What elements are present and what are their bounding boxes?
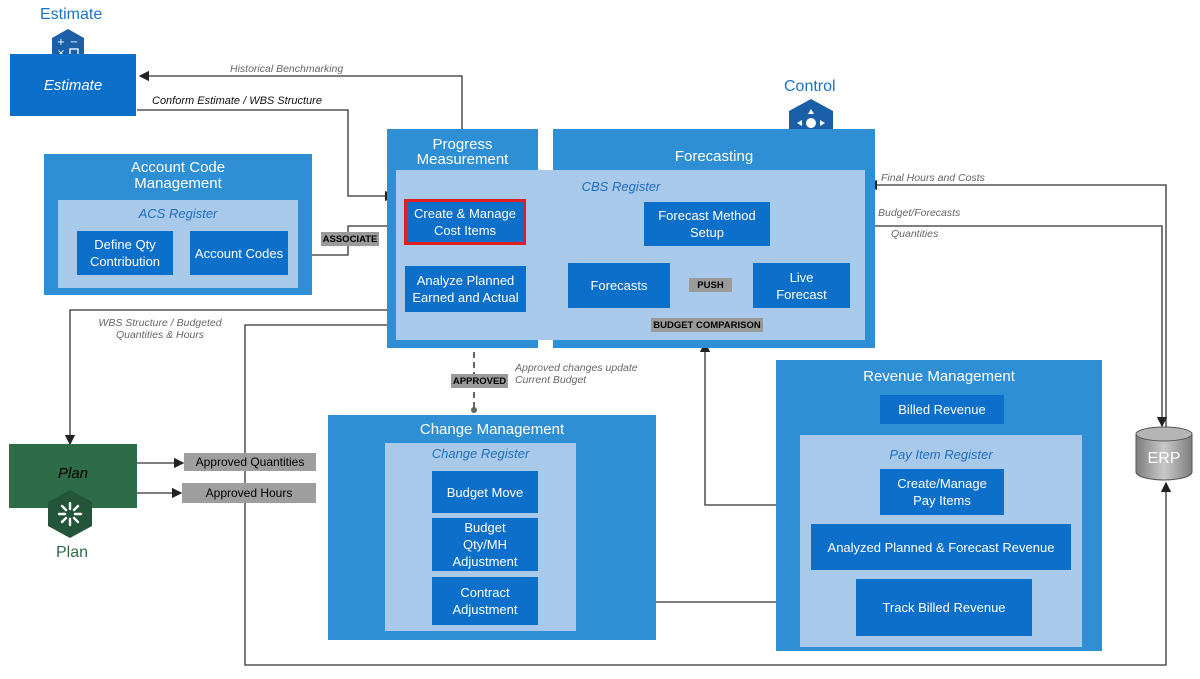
quantities-label: Quantities (891, 228, 939, 240)
analyze-planned-box[interactable]: Analyze Planned Earned and Actual (405, 266, 526, 312)
cbs-register: CBS Register (396, 170, 865, 340)
svg-text:×: × (57, 48, 65, 59)
svg-text:+: + (57, 37, 65, 48)
account-code-title: Account Code Management (130, 159, 226, 192)
estimate-box-label: Estimate (43, 76, 103, 94)
forecasts-box[interactable]: Forecasts (568, 263, 670, 308)
plan-title: Plan (56, 544, 89, 561)
account-codes-box[interactable]: Account Codes (190, 231, 288, 275)
final-hours-label: Final Hours and Costs (881, 172, 985, 184)
conform-estimate-label: Conform Estimate / WBS Structure (152, 95, 322, 107)
create-manage-pay-items-box[interactable]: Create/Manage Pay Items (880, 469, 1004, 515)
sparkle-icon (47, 489, 93, 539)
account-code-panel: Account Code Management ACS Register Def… (44, 154, 312, 295)
database-icon (1134, 426, 1194, 482)
historical-benchmarking-label: Historical Benchmarking (230, 63, 344, 75)
revenue-management-title: Revenue Management (863, 368, 1015, 385)
approved-tag: APPROVED (451, 374, 508, 388)
acs-register: ACS Register Define Qty Contribution Acc… (58, 200, 298, 288)
approved-hours-tag: Approved Hours (182, 483, 316, 503)
erp-label: ERP (1147, 450, 1181, 467)
associate-tag: ASSOCIATE (321, 232, 379, 246)
plan-box-label: Plan (57, 465, 89, 482)
progress-title: Progress Measurement (416, 136, 509, 168)
track-billed-revenue-box[interactable]: Track Billed Revenue (856, 579, 1032, 636)
billed-revenue-box[interactable]: Billed Revenue (880, 395, 1004, 424)
cbs-register-title: CBS Register (581, 179, 661, 194)
budget-comparison-tag: BUDGET COMPARISON (651, 318, 763, 332)
live-forecast-box[interactable]: Live Forecast (753, 263, 850, 308)
approved-quantities-tag: Approved Quantities (184, 453, 316, 471)
forecast-method-setup-box[interactable]: Forecast Method Setup (644, 202, 770, 246)
budget-qty-mh-adjustment-box[interactable]: Budget Qty/MH Adjustment (432, 518, 538, 571)
control-title: Control (784, 78, 836, 95)
acs-register-title: ACS Register (138, 206, 218, 221)
budget-forecasts-label: Budget/Forecasts (878, 207, 961, 219)
analyzed-planned-forecast-revenue-box[interactable]: Analyzed Planned & Forecast Revenue (811, 524, 1071, 570)
change-register-title: Change Register (431, 446, 530, 461)
define-qty-contribution-box[interactable]: Define Qty Contribution (77, 231, 173, 275)
wbs-structure-label: WBS Structure / Budgeted Quantities & Ho… (98, 317, 222, 341)
budget-move-box[interactable]: Budget Move (432, 471, 538, 513)
approved-changes-label: Approved changes update Current Budget (515, 362, 638, 386)
create-manage-cost-items-box[interactable]: Create & Manage Cost Items (404, 199, 526, 245)
estimate-box[interactable]: Estimate (10, 54, 136, 116)
estimate-title: Estimate (40, 6, 103, 23)
svg-text:−: − (70, 37, 78, 48)
contract-adjustment-box[interactable]: Contract Adjustment (432, 577, 538, 625)
pay-item-register-title: Pay Item Register (889, 447, 993, 462)
forecasting-title: Forecasting (674, 148, 754, 165)
push-tag: PUSH (689, 278, 732, 292)
change-management-title: Change Management (419, 421, 565, 438)
